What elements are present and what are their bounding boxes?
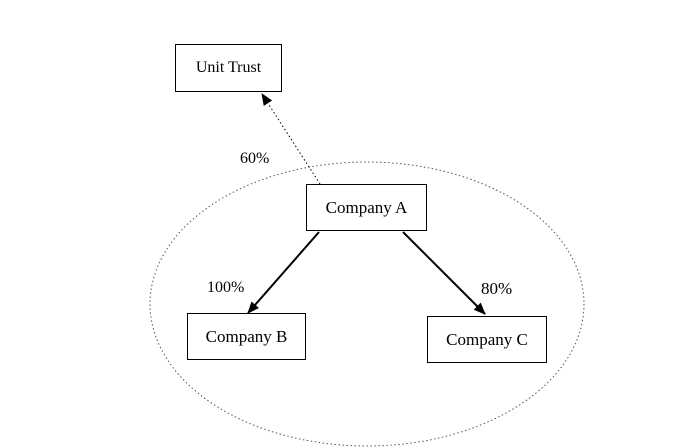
node-company-a: Company A xyxy=(306,184,427,231)
edge-label-company-b-share: 100% xyxy=(207,279,245,296)
node-company-c: Company C xyxy=(427,316,547,363)
group-ellipse xyxy=(149,161,585,447)
arrow-a-to-company-b xyxy=(247,231,320,314)
arrow-a-to-unit-trust xyxy=(261,93,321,185)
edge-label-unit-trust-share: 60% xyxy=(240,150,270,167)
node-company-c-label: Company C xyxy=(446,329,528,349)
arrow-a-to-company-c xyxy=(402,231,486,315)
node-company-a-label: Company A xyxy=(325,197,408,217)
edge-label-company-c-share: 80% xyxy=(481,279,513,298)
node-unit-trust: Unit Trust xyxy=(175,44,282,92)
node-company-b: Company B xyxy=(187,313,306,360)
node-unit-trust-label: Unit Trust xyxy=(195,59,262,76)
node-company-b-label: Company B xyxy=(205,326,288,346)
